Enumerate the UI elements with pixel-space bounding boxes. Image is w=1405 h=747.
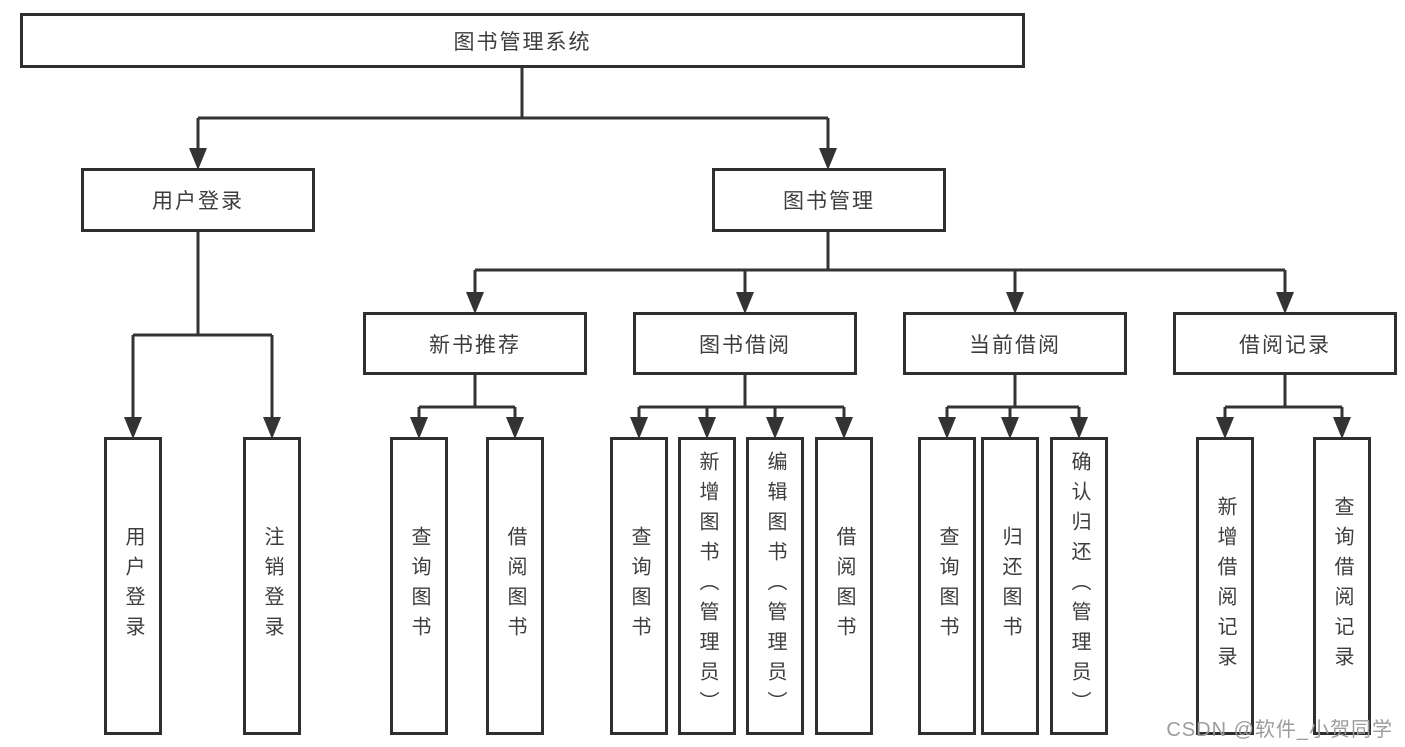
leaf-current-query-books-label: 查询图书 bbox=[936, 526, 958, 646]
leaf-borrow-query-books: 查询图书 bbox=[610, 437, 668, 735]
leaf-return-books-label: 归还图书 bbox=[999, 526, 1021, 646]
node-root-library-system: 图书管理系统 bbox=[20, 13, 1025, 68]
node-current-borrowing-label: 当前借阅 bbox=[969, 333, 1061, 357]
leaf-add-borrow-record-label: 新增借阅记录 bbox=[1214, 496, 1236, 676]
leaf-logout-label: 注销登录 bbox=[261, 526, 283, 646]
leaf-add-books-admin: 新增图书（管理员） bbox=[678, 437, 736, 735]
leaf-newbook-borrow-books-label: 借阅图书 bbox=[504, 526, 526, 646]
connector-bookmgmt-to-level3 bbox=[466, 231, 1294, 314]
connector-records-to-leaves bbox=[1216, 373, 1351, 439]
node-new-book-recommend: 新书推荐 bbox=[363, 312, 587, 375]
node-book-management-label: 图书管理 bbox=[783, 190, 875, 213]
node-current-borrowing: 当前借阅 bbox=[903, 312, 1127, 375]
node-book-management: 图书管理 bbox=[712, 168, 946, 232]
node-user-login-label: 用户登录 bbox=[152, 190, 244, 213]
leaf-return-books: 归还图书 bbox=[981, 437, 1039, 735]
leaf-current-query-books: 查询图书 bbox=[918, 437, 976, 735]
leaf-newbook-query-books: 查询图书 bbox=[390, 437, 448, 735]
leaf-user-login: 用户登录 bbox=[104, 437, 162, 735]
leaf-edit-books-admin-label: 编辑图书（管理员） bbox=[764, 451, 786, 721]
leaf-user-login-label: 用户登录 bbox=[122, 526, 144, 646]
node-root-label: 图书管理系统 bbox=[453, 30, 592, 54]
connector-newbook-to-leaves bbox=[410, 373, 524, 439]
leaf-logout: 注销登录 bbox=[243, 437, 301, 735]
leaf-query-borrow-record: 查询借阅记录 bbox=[1313, 437, 1371, 735]
leaf-newbook-query-books-label: 查询图书 bbox=[408, 526, 430, 646]
node-book-borrowing: 图书借阅 bbox=[633, 312, 857, 375]
connector-root-to-level2 bbox=[189, 66, 837, 170]
leaf-borrow-books-label: 借阅图书 bbox=[833, 526, 855, 646]
node-book-borrowing-label: 图书借阅 bbox=[699, 333, 791, 357]
leaf-edit-books-admin: 编辑图书（管理员） bbox=[746, 437, 804, 735]
csdn-watermark: CSDN @软件_小贺同学 bbox=[1166, 719, 1393, 741]
leaf-confirm-return-admin-label: 确认归还（管理员） bbox=[1068, 451, 1090, 721]
leaf-borrow-books: 借阅图书 bbox=[815, 437, 873, 735]
node-user-login: 用户登录 bbox=[81, 168, 315, 232]
connector-currentborrow-to-leaves bbox=[938, 373, 1088, 439]
leaf-confirm-return-admin: 确认归还（管理员） bbox=[1050, 437, 1108, 735]
node-new-book-recommend-label: 新书推荐 bbox=[429, 333, 521, 357]
leaf-add-books-admin-label: 新增图书（管理员） bbox=[696, 451, 718, 721]
leaf-add-borrow-record: 新增借阅记录 bbox=[1196, 437, 1254, 735]
leaf-newbook-borrow-books: 借阅图书 bbox=[486, 437, 544, 735]
connector-bookborrow-to-leaves bbox=[630, 373, 853, 439]
leaf-borrow-query-books-label: 查询图书 bbox=[628, 526, 650, 646]
node-borrow-records: 借阅记录 bbox=[1173, 312, 1397, 375]
node-borrow-records-label: 借阅记录 bbox=[1239, 333, 1331, 357]
connector-userlogin-to-leaves bbox=[124, 230, 281, 439]
leaf-query-borrow-record-label: 查询借阅记录 bbox=[1331, 496, 1353, 676]
